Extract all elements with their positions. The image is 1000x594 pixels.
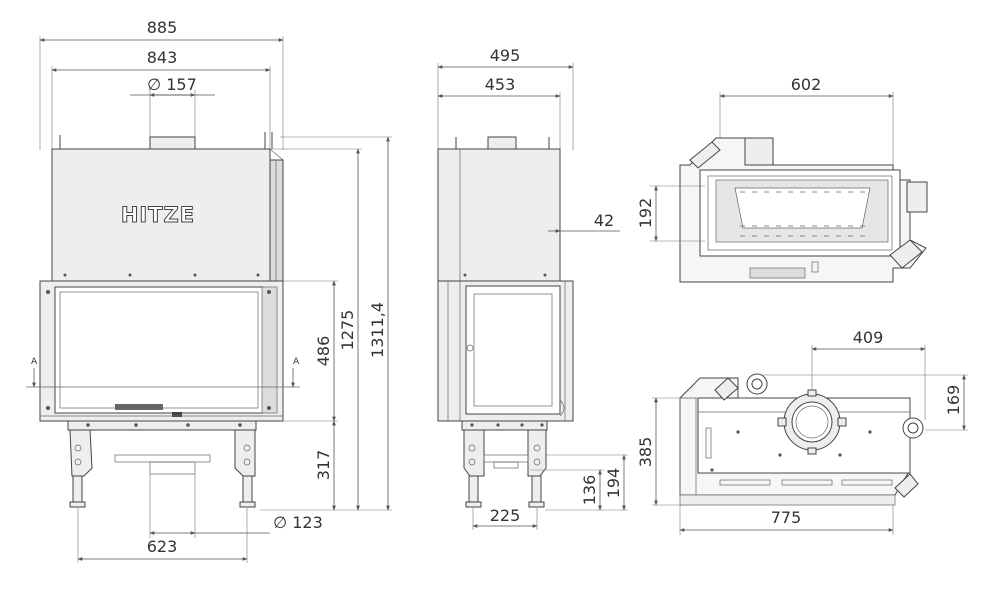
- front-leg-left: [69, 429, 93, 508]
- top-view: 602 192: [636, 75, 928, 283]
- top-flue: [744, 137, 774, 166]
- air-grate: [115, 404, 163, 410]
- top-grate: [740, 191, 865, 237]
- dim-136: 136: [580, 475, 599, 506]
- section-mark-left: A: [31, 357, 38, 367]
- dim-623: 623: [147, 537, 178, 556]
- bottom-view: 409: [636, 328, 968, 535]
- base-plate: [67, 420, 257, 431]
- dim-leg-diameter: ∅ 123: [273, 513, 323, 532]
- dim-486: 486: [314, 336, 333, 367]
- front-hood: [51, 148, 271, 282]
- side-leg-left: [463, 429, 485, 508]
- dim-1275: 1275: [338, 310, 357, 351]
- dim-409: 409: [853, 328, 884, 347]
- dim-225: 225: [490, 506, 521, 525]
- dim-1311: 1311,4: [368, 302, 387, 358]
- dim-169: 169: [944, 385, 963, 416]
- glass-door: [54, 286, 264, 414]
- front-leg-right: [234, 429, 256, 508]
- hitze-logo: HITZE: [121, 203, 195, 227]
- dim-843: 843: [147, 48, 178, 67]
- dim-194: 194: [604, 468, 623, 499]
- side-view: 495 453 42: [437, 46, 628, 530]
- section-mark-right: A: [293, 357, 300, 367]
- dim-602: 602: [791, 75, 822, 94]
- side-glass: [465, 285, 561, 415]
- dim-775: 775: [771, 508, 802, 527]
- dim-flue-diameter: ∅ 157: [147, 75, 197, 94]
- dim-495: 495: [490, 46, 521, 65]
- flue-collar: [149, 136, 196, 150]
- front-view: 885 843 ∅ 157 HITZE: [26, 18, 392, 563]
- side-hood: [437, 148, 561, 282]
- dim-42: 42: [594, 211, 614, 230]
- dim-453: 453: [485, 75, 516, 94]
- dim-385: 385: [636, 437, 655, 468]
- side-leg-right: [527, 429, 547, 508]
- dim-317: 317: [314, 450, 333, 481]
- dim-885: 885: [147, 18, 178, 37]
- bottom-flue-ring: [777, 389, 847, 455]
- dim-192: 192: [636, 198, 655, 229]
